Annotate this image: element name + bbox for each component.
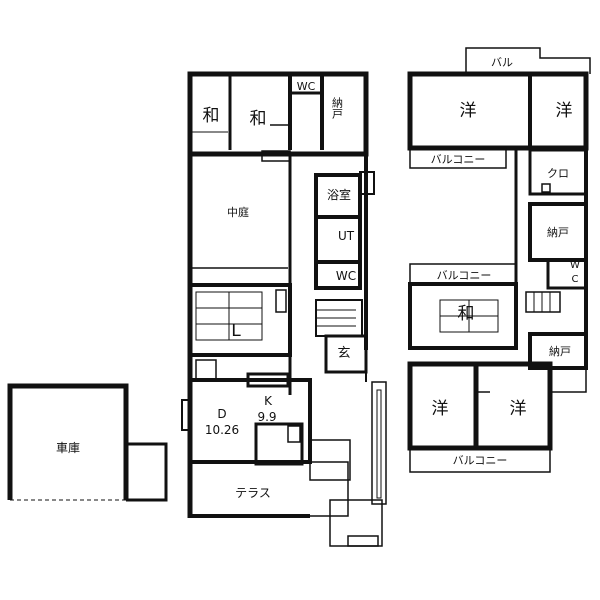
dining-stair [195,359,217,381]
terrace-step [309,439,351,481]
stair2-box [525,291,561,313]
second-floor [407,47,591,473]
room-terrace: テラス [235,486,271,500]
room-courtyard: 中庭 [227,205,249,219]
room-dining: D [217,407,226,421]
side-path [371,381,387,505]
closet-mark [541,183,551,193]
nando-b-ext [549,367,587,393]
room-utility: UT [338,229,355,243]
room-western-b: 洋 [556,101,573,121]
first-floor [181,71,387,547]
room-washitsu-b: 和 [250,109,267,129]
bay-window [181,399,191,431]
room-wc-top: WC [297,80,316,93]
room-closet: クロ [547,167,569,180]
terrace-outline [189,461,349,517]
living-shelf [275,289,287,313]
room-balcony-c: バルコニー [453,454,508,467]
room-western-d: 洋 [510,399,527,419]
wc-wall [546,258,588,290]
room-kitchen: K [264,394,273,408]
bath-window [359,171,375,195]
room-wc-w: W [570,260,580,271]
kitchen-sink [287,425,301,443]
garage [7,383,168,502]
room-kitchen-size: 9.9 [257,410,276,424]
room-balcony-b: バルコニー [437,269,492,282]
north-wing-wall [187,71,369,157]
living-wall [188,283,292,357]
room-garage: 車庫 [56,441,80,455]
room-wc-c: C [572,274,579,285]
room-nando-a: 納戸 [547,226,569,239]
room-wc-mid: WC [336,269,356,283]
balcony-top-rail [465,47,591,76]
garage-annex [126,442,168,502]
room-bath: 浴室 [327,187,351,202]
washitsu-wall [408,282,518,350]
dining-wall [188,378,312,464]
room-washitsu-a: 和 [203,106,220,126]
room-western-c: 洋 [432,399,449,419]
approach [329,499,383,547]
labels: 和 和 WC 納戸 中庭 浴室 UT WC L 玄 D 10.26 K 9.9 … [56,56,580,500]
room-nando-top: 納戸 [331,97,344,120]
side-path-inner [376,389,382,499]
room-balcony-a: バルコニー [431,153,486,166]
room-entrance: 玄 [337,346,350,361]
closet-wall [528,148,588,196]
room-western-a: 洋 [460,101,477,121]
room-nando-b: 納戸 [549,345,571,358]
room-washitsu-2f: 和 [458,304,475,324]
balcony-a-outline [409,147,507,169]
kitchen-counter [254,422,304,466]
kitchen-pantry [246,372,290,388]
wc-mid-wall [314,260,362,290]
room-living: L [231,321,241,341]
balcony-c-outline [409,447,551,473]
courtyard-step [261,150,291,162]
approach-step [347,535,379,547]
room-balcony-top: バル [491,56,513,69]
room-dining-size: 10.26 [205,423,239,437]
